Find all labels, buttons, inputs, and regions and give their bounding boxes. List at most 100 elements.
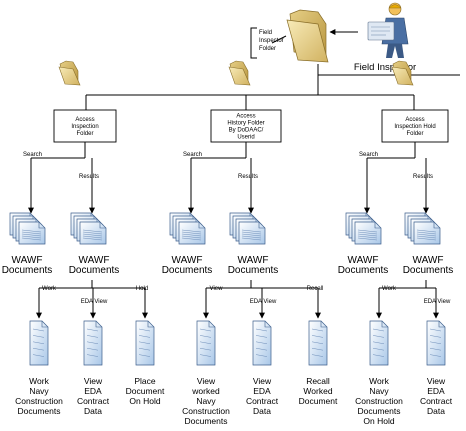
action-edge-label: Recall [307,286,324,292]
action-document-icon [308,320,328,366]
access-box-line: Folder [76,131,93,137]
wawf-documents-label: WAWF [413,255,444,266]
inspector-person-icon [367,2,409,58]
action-label-line: View [253,376,272,386]
action-label-line: Construction [15,396,63,406]
action-label-line: On Hold [129,396,160,406]
action-edge-label: Work [382,286,397,292]
action-label-line: Construction [355,396,403,406]
branches: AccessInspectionFolderSearchResultsWAWFD… [2,60,454,426]
action-document-icon [135,320,155,366]
action-edge-label: EDA View [81,299,108,305]
top-folder-note-line: Folder [259,46,276,52]
wawf-documents-stack-icon [9,212,46,245]
access-box-line: Access [236,114,255,120]
action-edge-label: Hold [136,286,148,292]
access-box-line: Userid [237,135,254,141]
action-label-line: Navy [29,386,49,396]
wawf-documents-label: WAWF [238,255,269,266]
access-box-line: Inspection [71,124,98,130]
results-edge-label: Results [413,174,433,180]
wawf-documents-label: WAWF [12,255,43,266]
action-label-line: Documents [185,416,228,426]
results-edge-label: Results [238,174,258,180]
access-box [210,109,282,143]
search-edge-label: Search [23,152,42,158]
action-label-line: Contract [246,396,279,406]
action-label-line: Data [253,406,271,416]
action-label-line: Navy [196,396,216,406]
action-label-line: View [84,376,103,386]
wawf-documents-label: WAWF [348,255,379,266]
action-label-line: On Hold [363,416,394,426]
wawf-documents-label: WAWF [79,255,110,266]
action-label-line: Place [134,376,156,386]
action-label-line: Construction [182,406,230,416]
search-edge-label: Search [183,152,202,158]
branch-folder-icon [391,60,414,86]
action-label-line: worked [191,386,220,396]
action-label-line: EDA [427,386,445,396]
access-box [381,109,449,143]
action-label-line: Data [84,406,102,416]
action-label-line: EDA [84,386,102,396]
action-edge-label: View [210,286,224,292]
branch-1: AccessInspectionFolderSearchResultsWAWFD… [2,60,165,416]
wawf-documents-label: Documents [338,265,389,276]
action-label-line: Document [126,386,165,396]
action-label-line: Worked [303,386,332,396]
action-edge-label: EDA View [250,299,277,305]
wawf-documents-stack-icon [70,212,107,245]
action-label-line: Navy [369,386,389,396]
action-label-line: Work [29,376,49,386]
wawf-documents-label: Documents [403,265,454,276]
access-box-line: Access [75,117,94,123]
action-document-icon [83,320,103,366]
action-label-line: Recall [306,376,330,386]
access-box [53,109,117,143]
action-document-icon [196,320,216,366]
branch-folder-icon [228,60,251,86]
wawf-documents-stack-icon [345,212,382,245]
top-folder-note-line: Inspector [259,38,284,44]
branch-folder-icon [58,60,81,86]
action-document-icon [252,320,272,366]
access-box-line: History Folder [227,121,264,127]
action-label-line: Work [369,376,389,386]
wawf-documents-label: Documents [69,265,120,276]
action-label-line: View [427,376,446,386]
action-document-icon [426,320,446,366]
results-edge-label: Results [79,174,99,180]
action-document-icon [369,320,389,366]
action-label-line: EDA [253,386,271,396]
actor-label: Field Inspector [354,62,416,73]
wawf-documents-label: Documents [2,265,53,276]
top-section [86,2,460,96]
action-document-icon [29,320,49,366]
access-box-line: Folder [406,131,423,137]
action-label-line: View [197,376,216,386]
access-box-line: Access [405,117,424,123]
wawf-documents-stack-icon [404,212,441,245]
action-label-line: Contract [420,396,453,406]
action-label-line: Document [299,396,338,406]
wawf-documents-stack-icon [229,212,266,245]
wawf-documents-label: Documents [228,265,279,276]
action-edge-label: EDA View [424,299,451,305]
access-box-line: By DoDAAC/ [229,128,264,134]
wawf-documents-label: Documents [162,265,213,276]
action-label-line: Documents [358,406,401,416]
top-folder-note-line: Field [259,30,272,36]
action-label-line: Contract [77,396,110,406]
wawf-documents-label: WAWF [172,255,203,266]
access-box-line: Inspection Hold [394,124,435,130]
action-edge-label: Work [42,286,57,292]
action-label-line: Documents [18,406,61,416]
wawf-documents-stack-icon [169,212,206,245]
search-edge-label: Search [359,152,378,158]
action-label-line: Data [427,406,445,416]
